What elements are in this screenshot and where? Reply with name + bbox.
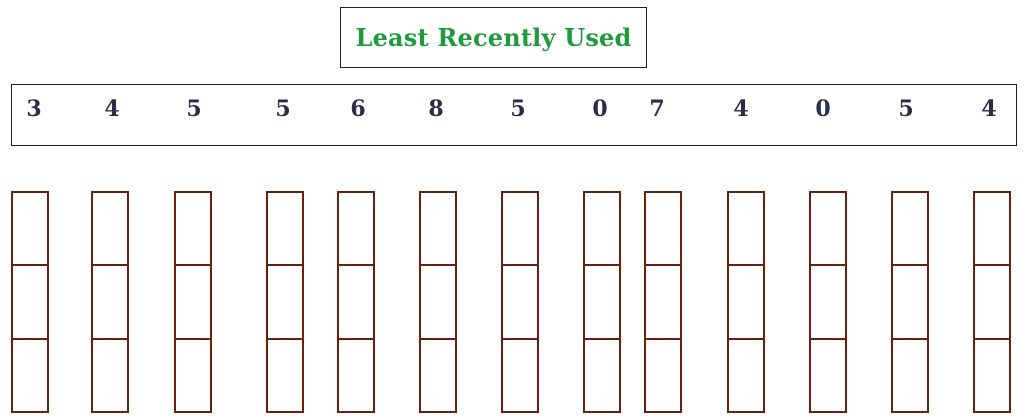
frame-slot [421, 264, 455, 337]
reference-value: 5 [898, 96, 914, 122]
frame-column [11, 191, 49, 413]
frame-slot [339, 264, 373, 337]
frame-slot [729, 337, 763, 411]
frame-slot [339, 193, 373, 264]
frame-column [174, 191, 212, 413]
frame-slot [421, 193, 455, 264]
frame-slot [13, 193, 47, 264]
reference-value: 5 [510, 96, 526, 122]
frame-slot [93, 193, 127, 264]
frame-slot [646, 264, 680, 337]
reference-value: 7 [649, 96, 665, 122]
frame-slot [93, 264, 127, 337]
reference-value: 3 [26, 96, 42, 122]
frame-slot [268, 337, 302, 411]
reference-value: 5 [275, 96, 291, 122]
frame-slot [268, 264, 302, 337]
frame-slot [585, 193, 619, 264]
frame-slot [176, 193, 210, 264]
frame-column [337, 191, 375, 413]
frame-slot [646, 193, 680, 264]
reference-value: 5 [186, 96, 202, 122]
frame-slot [811, 264, 845, 337]
reference-value: 0 [592, 96, 608, 122]
frame-slot [893, 193, 927, 264]
frame-column [644, 191, 682, 413]
diagram-title: Least Recently Used [355, 23, 632, 52]
frame-slot [729, 193, 763, 264]
frame-slot [646, 337, 680, 411]
frame-slot [811, 193, 845, 264]
frame-slot [975, 264, 1009, 337]
reference-value: 6 [350, 96, 366, 122]
frame-slot [811, 337, 845, 411]
frame-column [501, 191, 539, 413]
frame-column [809, 191, 847, 413]
frame-slot [421, 337, 455, 411]
title-box: Least Recently Used [340, 7, 647, 68]
frame-slot [13, 337, 47, 411]
frame-slot [339, 337, 373, 411]
frame-slot [585, 337, 619, 411]
frame-slot [503, 193, 537, 264]
reference-value: 0 [815, 96, 831, 122]
reference-value: 4 [104, 96, 120, 122]
reference-value: 4 [981, 96, 997, 122]
reference-string-box [11, 84, 1017, 146]
frame-slot [893, 337, 927, 411]
frame-column [891, 191, 929, 413]
frame-slot [268, 193, 302, 264]
frame-slot [585, 264, 619, 337]
frame-slot [975, 193, 1009, 264]
frame-column [91, 191, 129, 413]
frame-slot [729, 264, 763, 337]
frame-slot [93, 337, 127, 411]
frame-column [583, 191, 621, 413]
frame-column [419, 191, 457, 413]
frame-column [266, 191, 304, 413]
reference-value: 8 [428, 96, 444, 122]
frame-slot [503, 264, 537, 337]
frame-column [727, 191, 765, 413]
frame-slot [893, 264, 927, 337]
frame-slot [176, 337, 210, 411]
frame-slot [176, 264, 210, 337]
reference-value: 4 [733, 96, 749, 122]
frame-slot [975, 337, 1009, 411]
frame-slot [13, 264, 47, 337]
frame-slot [503, 337, 537, 411]
frame-column [973, 191, 1011, 413]
